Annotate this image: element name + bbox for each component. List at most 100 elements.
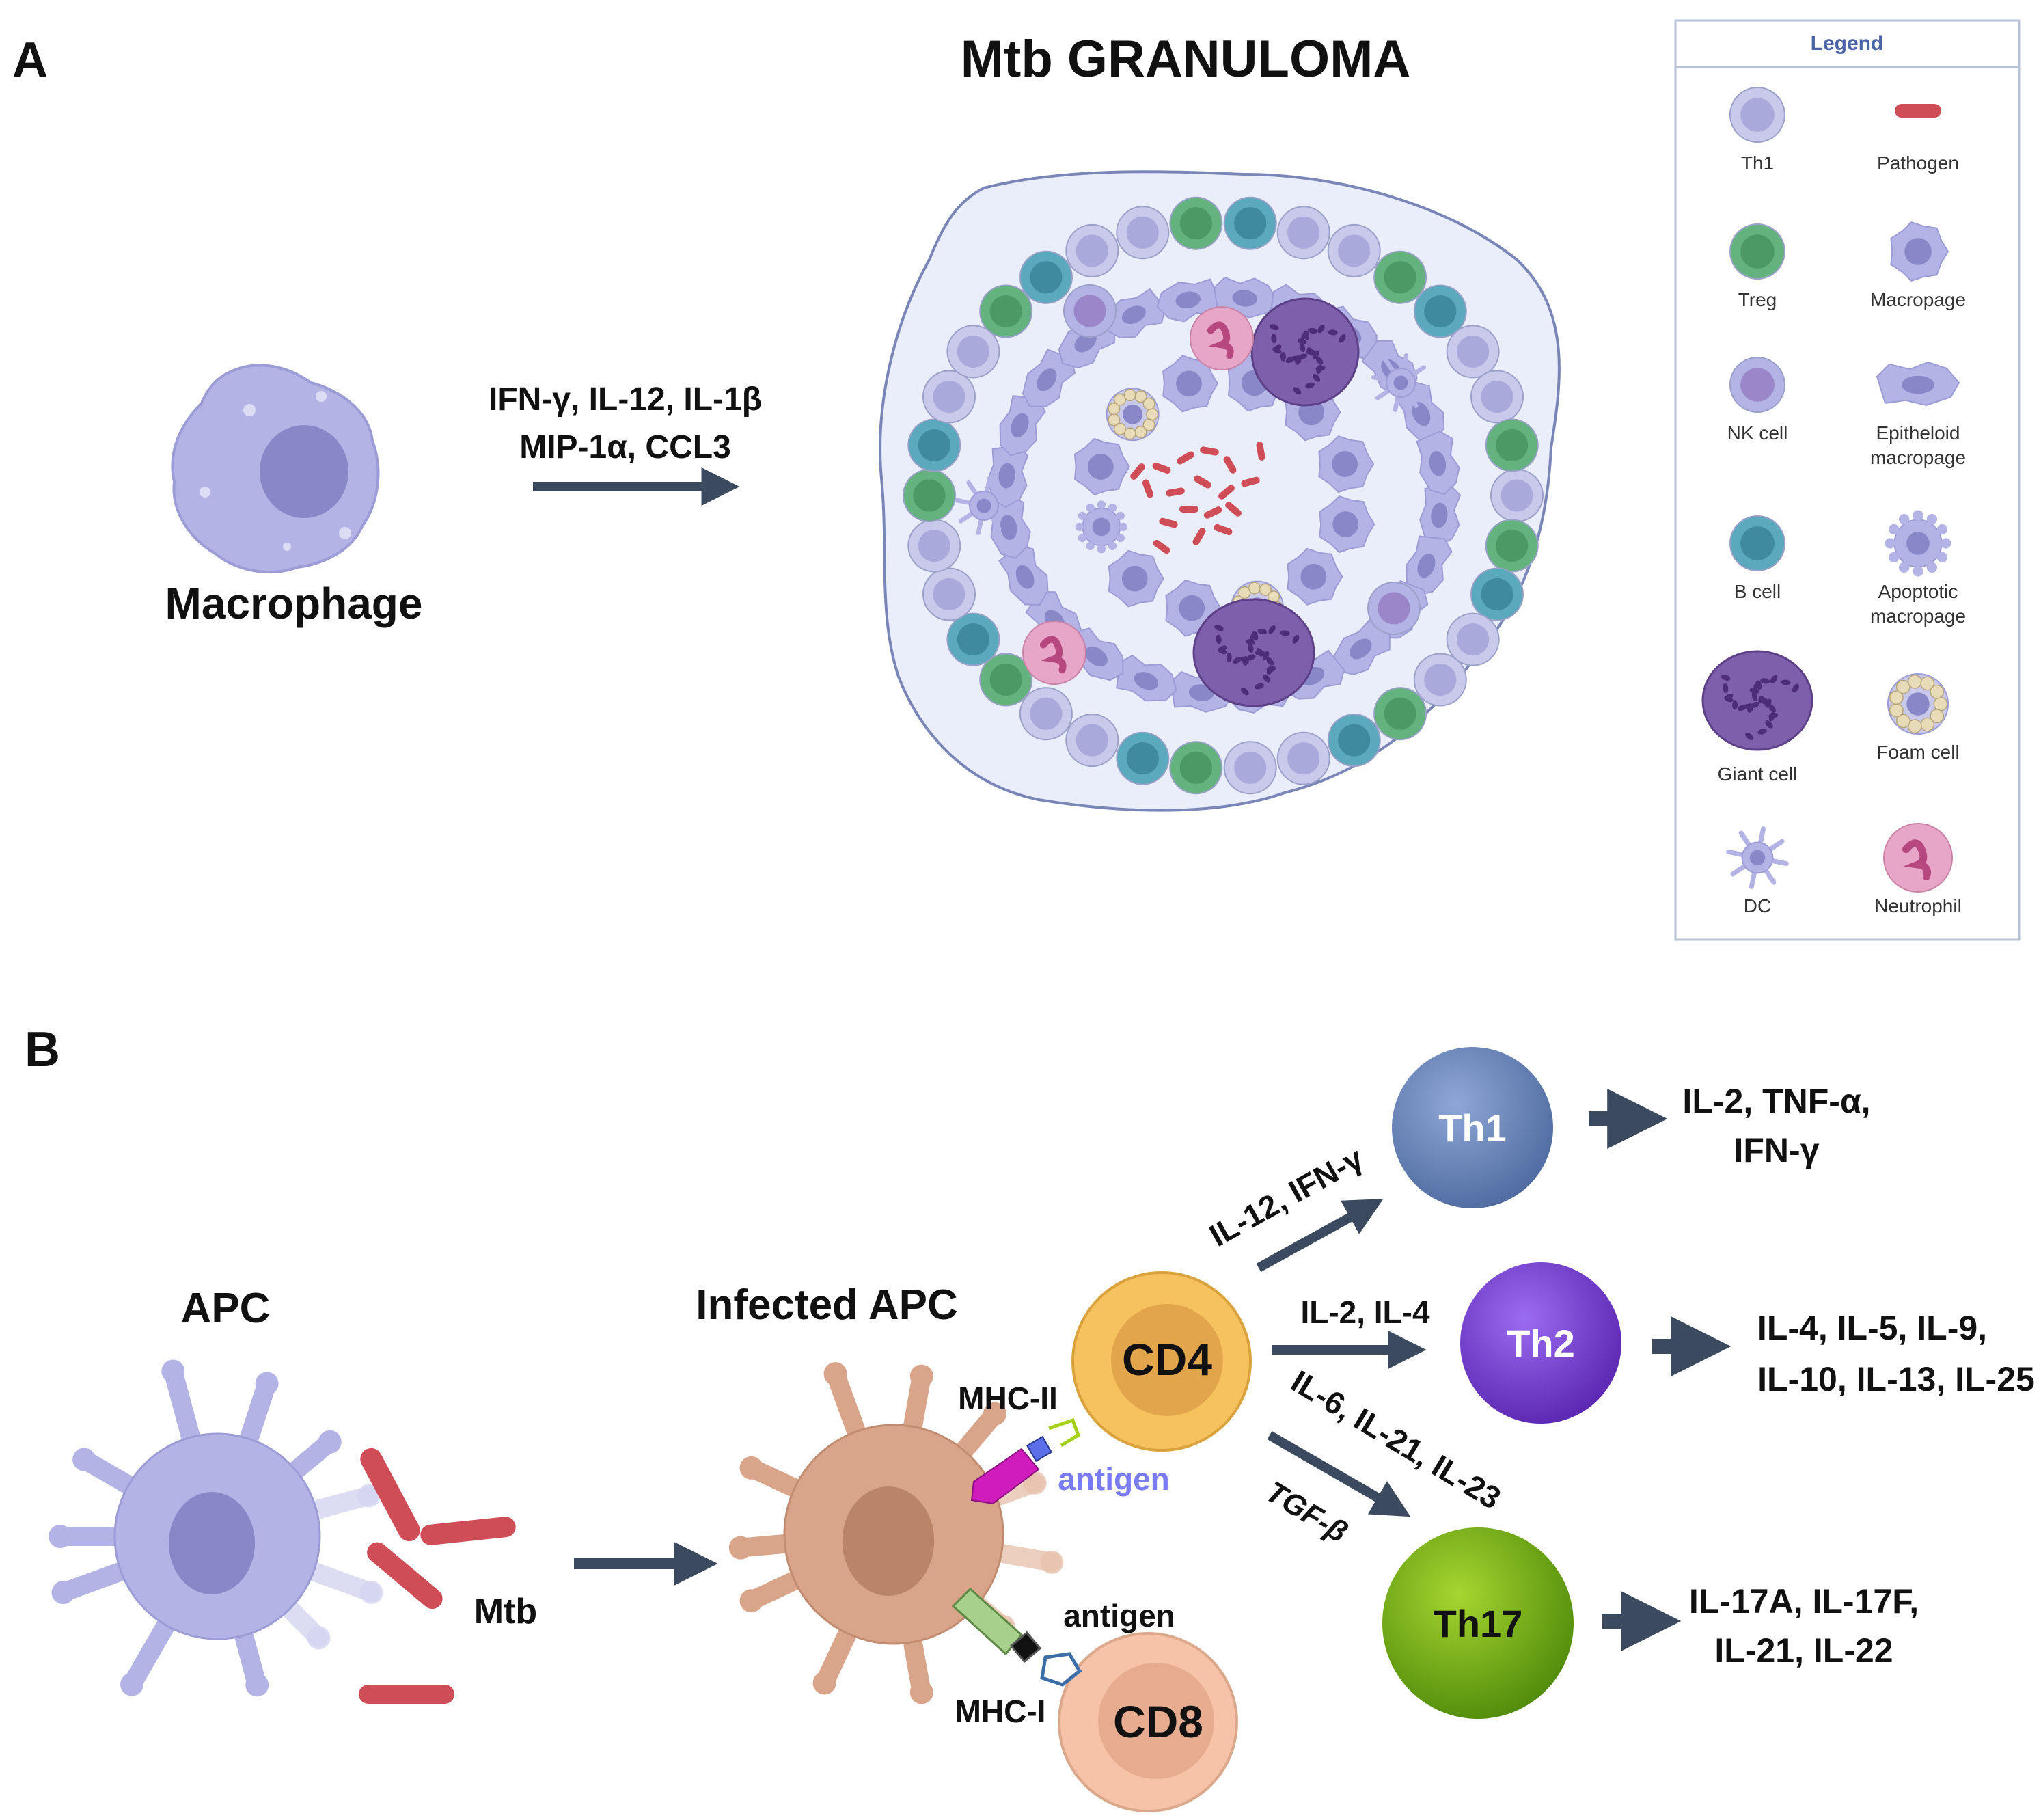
b-cell (1327, 714, 1381, 768)
legend-item: Neutrophil (1874, 823, 1962, 916)
granuloma-title: Mtb GRANULOMA (961, 30, 1411, 88)
legend-item: DC (1726, 826, 1789, 916)
macrophage (1318, 435, 1375, 493)
neutrophil (1190, 306, 1254, 370)
th1-cell (1065, 223, 1119, 277)
foam-cell (1106, 388, 1160, 442)
macrophage (1108, 549, 1164, 608)
cd8-label: CD8 (1113, 1696, 1203, 1747)
mtb-label: Mtb (474, 1592, 537, 1631)
nk-cell (1367, 582, 1421, 635)
legend-label: NK cell (1727, 422, 1788, 444)
th1-cell (1413, 653, 1467, 707)
legend-label: Foam cell (1876, 742, 1959, 763)
panel-b-letter: B (25, 1022, 60, 1077)
epithelioid-macrophage-icon (1876, 362, 1960, 406)
nk-cell-icon (1729, 357, 1785, 413)
cd4-cell: CD4 (1071, 1271, 1252, 1452)
th1-output-2: IFN-γ (1734, 1131, 1820, 1169)
arrow-cd4-to-th1 (1256, 1199, 1384, 1273)
th1-cell (1065, 714, 1119, 768)
th17-output-2: IL-21, IL-22 (1714, 1631, 1893, 1670)
legend-label: Pathogen (1877, 152, 1959, 174)
th17-output-1: IL-17A, IL-17F, (1689, 1582, 1919, 1620)
legend-label: Giant cell (1718, 763, 1798, 785)
b-cell (1470, 567, 1524, 621)
legend-label: Epitheloid (1876, 422, 1960, 444)
pathogen (1130, 463, 1145, 480)
epithelioid-macrophage (1406, 535, 1453, 597)
antigen-label-mhc1: antigen (1063, 1598, 1175, 1633)
legend-label: Neutrophil (1874, 895, 1962, 916)
pathogen (1166, 487, 1185, 497)
arrow-cd4-to-th17 (1267, 1430, 1411, 1517)
b-cell-icon (1729, 515, 1785, 571)
mhc1-label: MHC-I (955, 1694, 1046, 1729)
epithelioid-macrophage (1116, 655, 1177, 702)
legend-item: Giant cell (1701, 650, 1813, 785)
foam-cell-icon (1887, 673, 1949, 735)
pathogen (1142, 479, 1154, 498)
nk-cell (1063, 284, 1117, 338)
treg-cell (903, 469, 956, 522)
infected-apc-label: Infected APC (696, 1281, 958, 1329)
dendritic-cell (955, 476, 1013, 535)
th1-cell (1490, 469, 1544, 522)
granuloma (879, 170, 1561, 812)
treg-cell (1485, 519, 1539, 573)
legend-item: B cell (1729, 515, 1785, 602)
treg-cell (1169, 196, 1223, 250)
pathogen (1179, 506, 1198, 513)
th1-output-1: IL-2, TNF-α, (1682, 1082, 1870, 1120)
pathogen-icon (1895, 104, 1941, 118)
arrow-label-cytokines-1: IFN-γ, IL-12, IL-1β (489, 381, 762, 418)
legend-item: Th1 (1729, 87, 1785, 174)
neutrophil (1022, 621, 1086, 685)
treg-cell (979, 653, 1033, 707)
neutrophil-icon (1883, 823, 1953, 893)
treg-cell (1373, 687, 1427, 741)
th1-cell (922, 370, 976, 424)
th1-cell-icon (1729, 87, 1785, 143)
b-cell (1413, 284, 1467, 338)
dendritic-cell-icon (1726, 826, 1789, 889)
epithelioid-macrophage (998, 544, 1049, 606)
pathogen (1159, 517, 1178, 528)
b-cell (1223, 196, 1277, 250)
th1-cell (1276, 206, 1330, 260)
apc-dendritic-cell-icon (49, 1359, 383, 1697)
pathogen (1218, 485, 1235, 500)
th2-output-2: IL-10, IL-13, IL-25 (1757, 1360, 2035, 1398)
pathogen (1152, 462, 1171, 474)
th2-output-1: IL-4, IL-5, IL-9, (1757, 1309, 1987, 1347)
mhc2-label: MHC-II (958, 1381, 1058, 1416)
th17-label: Th17 (1434, 1602, 1523, 1645)
cd8-cell: CD8 (1058, 1632, 1238, 1812)
legend-item: NK cell (1727, 357, 1788, 444)
epithelioid-macrophage (1105, 288, 1166, 338)
cd4-label: CD4 (1122, 1334, 1212, 1385)
epithelioid-macrophage (1333, 619, 1391, 675)
b-cell (946, 612, 1000, 666)
b-cell (1019, 250, 1073, 304)
th1-cell (1470, 370, 1524, 424)
legend-label: Th1 (1741, 152, 1774, 174)
apoptotic-macrophage (1075, 500, 1128, 554)
treg-cell-icon (1729, 223, 1785, 280)
th1-cell (1276, 731, 1330, 785)
legend-box (1674, 19, 2021, 941)
cd4-to-th2-label: IL-2, IL-4 (1300, 1294, 1430, 1330)
epithelioid-macrophage (1156, 278, 1221, 323)
infected-apc-icon (728, 1362, 1064, 1704)
epithelioid-macrophage (1416, 431, 1460, 495)
dendritic-cell (1371, 353, 1430, 412)
legend-label: Macropage (1870, 289, 1966, 310)
pathogen (1223, 456, 1237, 474)
legend-item: Pathogen (1877, 104, 1959, 174)
legend-label: macropage (1870, 606, 1966, 627)
macrophage-icon (1890, 221, 1949, 282)
legend-label: B cell (1734, 581, 1781, 602)
th1-cell (1327, 223, 1381, 277)
treg-cell (1485, 418, 1539, 472)
